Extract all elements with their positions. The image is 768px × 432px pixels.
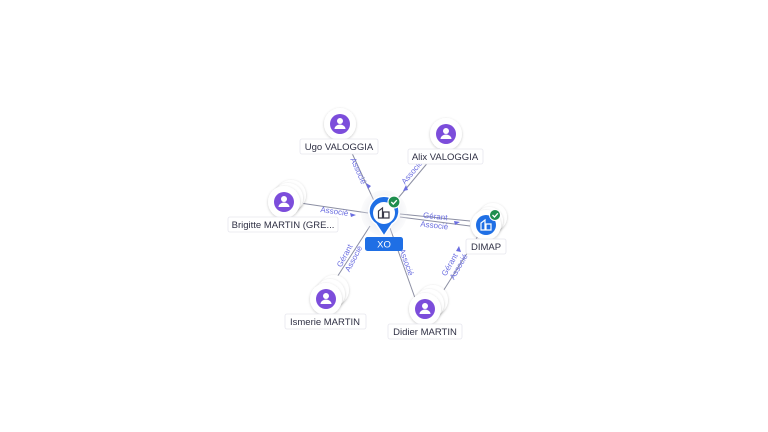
center-label: XO [377,240,391,251]
person-icon [278,196,290,207]
check-icon [489,209,501,221]
node-center-xo[interactable]: XO [361,190,407,251]
person-icon [419,303,431,314]
building-icon [377,206,390,219]
building-icon [480,218,492,231]
edge-label-ugo-xo: Associé [348,156,368,186]
edge-label-brigitte-xo: Associé [320,205,350,218]
edge-label-xo-dimap-2: Associé [420,220,449,232]
node-ugo-valoggia[interactable]: Ugo VALOGGIA [299,108,379,155]
person-icon [440,128,452,139]
node-alix-valoggia[interactable]: Alix VALOGGIA [407,118,484,165]
edge-label-xo-dimap-1: Gérant [423,211,449,223]
check-icon [387,195,401,209]
node-label: DIMAP [471,242,501,253]
node-dimap[interactable]: DIMAP [465,203,507,255]
person-icon [334,118,346,129]
node-brigitte-martin[interactable]: Brigitte MARTIN (GRE... [227,180,339,233]
node-didier-martin[interactable]: Didier MARTIN [387,285,463,340]
edge-xo-dimap-2 [399,216,471,227]
edge-brigitte-xo [299,202,369,214]
edge-label-didier-xo: Associé [397,247,415,277]
node-label: Ismerie MARTIN [290,317,360,328]
arrow-head [366,183,371,189]
arrow-head [454,221,460,225]
arrow-head [403,185,408,191]
node-label: Ugo VALOGGIA [305,142,374,153]
arrow-head [350,213,356,217]
node-label: Alix VALOGGIA [412,152,479,163]
node-ismerie-martin[interactable]: Ismerie MARTIN [284,275,367,330]
person-icon [320,293,332,304]
node-label: Didier MARTIN [393,327,457,338]
center-label-bg [365,237,403,251]
arrow-head [456,246,461,252]
node-label: Brigitte MARTIN (GRE... [232,220,335,231]
edge-xo-dimap-1 [399,213,471,222]
